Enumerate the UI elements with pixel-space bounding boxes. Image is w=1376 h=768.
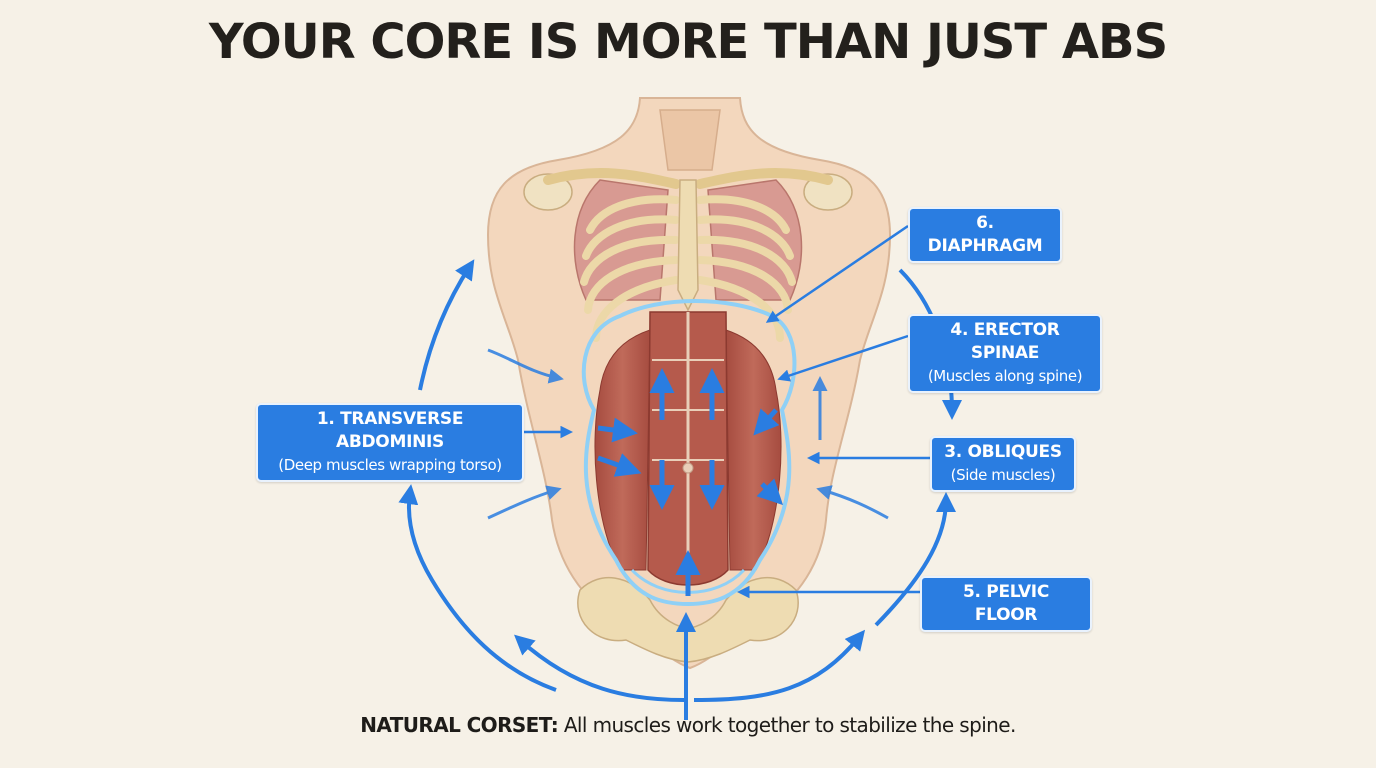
pelvis <box>577 576 799 663</box>
obliques-subtitle: (Side muscles) <box>950 466 1056 484</box>
transverse-abdominis-title: 1. TRANSVERSE ABDOMINIS <box>316 409 464 452</box>
clavicles <box>543 168 833 189</box>
transverse-abdominis-subtitle: (Deep muscles wrapping torso) <box>278 456 502 474</box>
left-lung <box>573 179 669 301</box>
obliques-callout: 3. OBLIQUES (Side muscles) <box>930 436 1076 492</box>
erector-spinae-callout: 4. ERECTOR SPINAE (Muscles along spine) <box>908 314 1102 393</box>
rib-cage <box>580 195 796 342</box>
erector-spinae-title: 4. ERECTOR SPINAE <box>950 320 1060 363</box>
right-shoulder-joint <box>803 173 853 211</box>
neck-muscles <box>659 109 721 171</box>
erector-spinae-subtitle: (Muscles along spine) <box>927 367 1083 385</box>
footer-caption: NATURAL CORSET: All muscles work togethe… <box>0 713 1376 737</box>
left-shoulder-joint <box>523 173 573 211</box>
muscle-direction-arrows <box>597 368 784 596</box>
diaphragm-callout: 6. DIAPHRAGM <box>908 207 1062 263</box>
footer-text: All muscles work together to stabilize t… <box>558 713 1016 737</box>
footer-lead: NATURAL CORSET: <box>360 713 559 737</box>
right-lung <box>707 179 803 301</box>
transverse-abdominis-callout: 1. TRANSVERSE ABDOMINIS (Deep muscles wr… <box>256 403 524 482</box>
navel <box>682 462 694 474</box>
compression-arrows <box>487 348 889 520</box>
obliques-title: 3. OBLIQUES <box>944 442 1062 462</box>
pelvic-floor-callout: 5. PELVIC FLOOR <box>920 576 1092 632</box>
page-title: YOUR CORE IS MORE THAN JUST ABS <box>208 14 1168 70</box>
sternum <box>677 179 699 312</box>
pelvic-floor-title: 5. PELVIC FLOOR <box>962 582 1050 625</box>
diaphragm-title: 6. DIAPHRAGM <box>927 213 1043 256</box>
